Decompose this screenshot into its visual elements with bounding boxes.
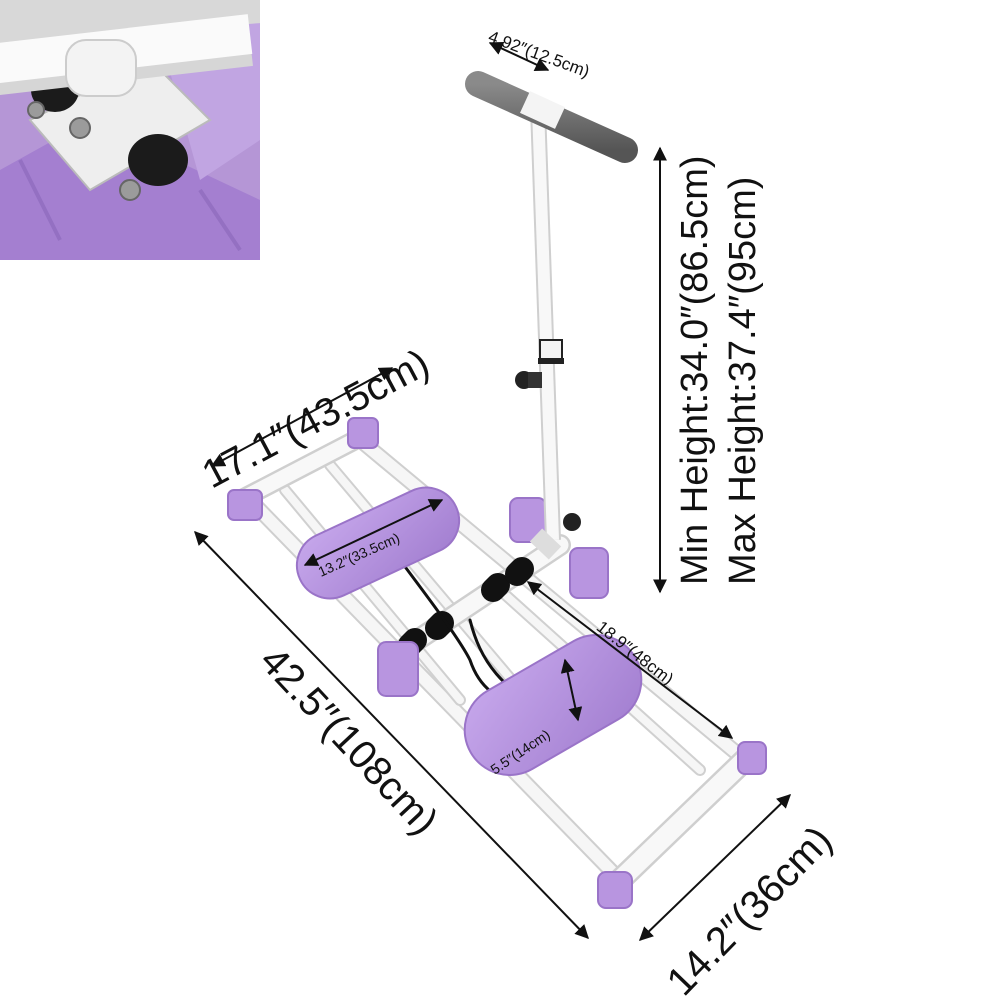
t-bar-grip (465, 71, 638, 163)
dimension-lines (194, 41, 792, 941)
carriage-closeup-drawing (0, 0, 260, 260)
carriage-closeup-inset (0, 0, 260, 260)
handle-post (515, 107, 581, 560)
min-height-label: Min Height:34.0″(86.5cm) (674, 155, 716, 585)
max-height-label: Max Height:37.4″(95cm) (722, 176, 764, 585)
